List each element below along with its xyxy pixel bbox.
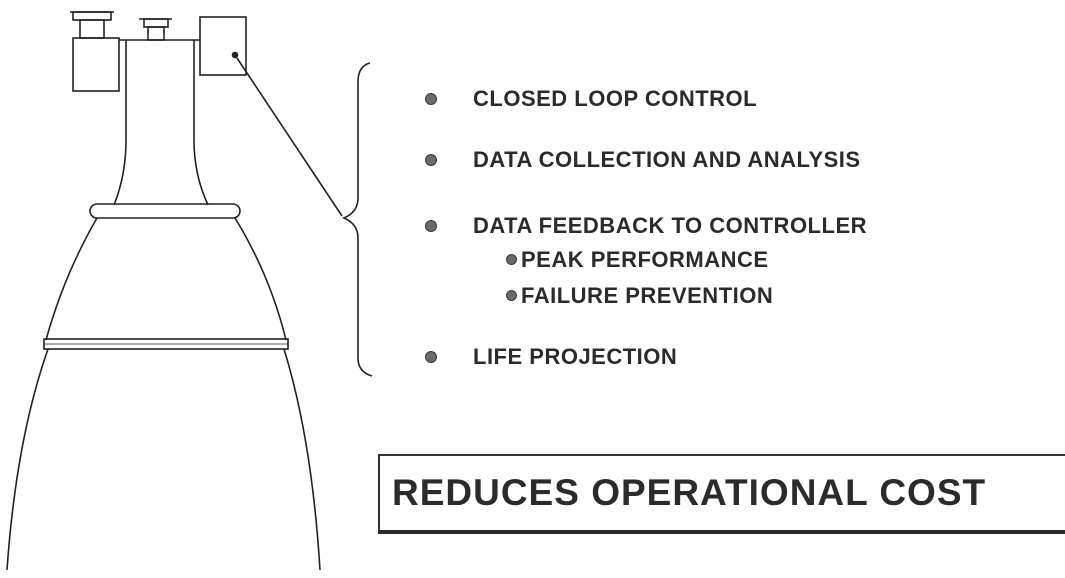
summary-reduces-operational-cost: REDUCES OPERATIONAL COST (392, 472, 987, 513)
nozzle-lower-left (6, 348, 49, 571)
upper-ring (89, 203, 241, 219)
center-valve-cap (139, 18, 172, 41)
bullet-closed-loop-control: CLOSED LOOP CONTROL (473, 86, 758, 111)
nozzle-lower-right (283, 348, 321, 571)
sensor-box (199, 16, 247, 76)
bullet-dot-3 (425, 220, 437, 232)
engine-throat (113, 40, 127, 206)
sub-bullet-dot-2 (506, 290, 517, 301)
sub-bullet-peak-performance: PEAK PERFORMANCE (521, 247, 769, 272)
engine-throat-right (193, 40, 209, 206)
bullet-data-collection: DATA COLLECTION AND ANALYSIS (473, 147, 861, 172)
bracket (341, 62, 373, 377)
sub-bullet-failure-prevention: FAILURE PREVENTION (521, 283, 774, 308)
sub-bullet-dot-1 (506, 254, 517, 265)
summary-box (378, 454, 1065, 534)
bullet-life-projection: LIFE PROJECTION (473, 344, 678, 369)
left-valve-cap (70, 11, 114, 39)
sensor-pointer-line (236, 57, 343, 217)
nozzle-upper-right (234, 217, 287, 341)
left-valve-box (72, 37, 120, 92)
nozzle-upper-left (45, 217, 98, 341)
bullet-dot-2 (425, 154, 437, 166)
bullet-dot-1 (425, 93, 437, 105)
bullet-data-feedback: DATA FEEDBACK TO CONTROLLER (473, 213, 867, 238)
sensor-dot (231, 51, 239, 59)
bullet-dot-4 (425, 351, 437, 363)
